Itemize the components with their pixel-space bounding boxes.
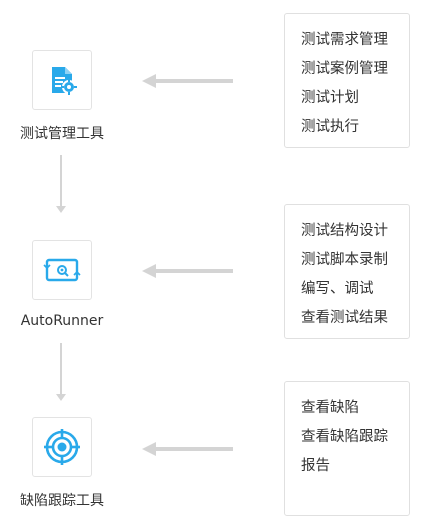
feature-item: 测试结构设计 [301,223,388,239]
target-icon [44,429,80,465]
screen-search-icon [43,258,81,282]
feature-item: 查看测试结果 [301,310,388,326]
icon-box [32,50,92,110]
left-arrow [142,264,233,278]
node-label: 缺陷跟踪工具 [20,493,104,509]
document-gear-icon [52,67,77,95]
feature-item: 编写、调试 [301,281,374,297]
feature-item: 测试计划 [301,90,359,106]
node-label: AutoRunner [20,313,104,329]
feature-box-defect-tracking: 查看缺陷 查看缺陷跟踪 报告 [284,381,410,516]
feature-item: 测试需求管理 [301,32,388,48]
icon-box [32,240,92,300]
left-arrow [142,74,233,88]
feature-box-test-management: 测试需求管理 测试案例管理 测试计划 测试执行 [284,13,410,148]
left-arrow [142,442,233,456]
node-autorunner: AutoRunner [16,240,108,329]
feature-item: 测试案例管理 [301,61,388,77]
feature-item: 测试执行 [301,119,359,135]
node-label: 测试管理工具 [20,126,104,142]
feature-item: 查看缺陷 [301,400,359,416]
node-defect-tracking: 缺陷跟踪工具 [16,417,108,510]
feature-item: 查看缺陷跟踪 [301,429,388,445]
icon-box [32,417,92,477]
feature-item: 报告 [301,458,330,474]
down-arrow [56,155,66,213]
down-arrow [56,343,66,401]
node-test-management: 测试管理工具 [16,50,108,143]
feature-item: 测试脚本录制 [301,252,388,268]
feature-box-autorunner: 测试结构设计 测试脚本录制 编写、调试 查看测试结果 [284,204,410,339]
